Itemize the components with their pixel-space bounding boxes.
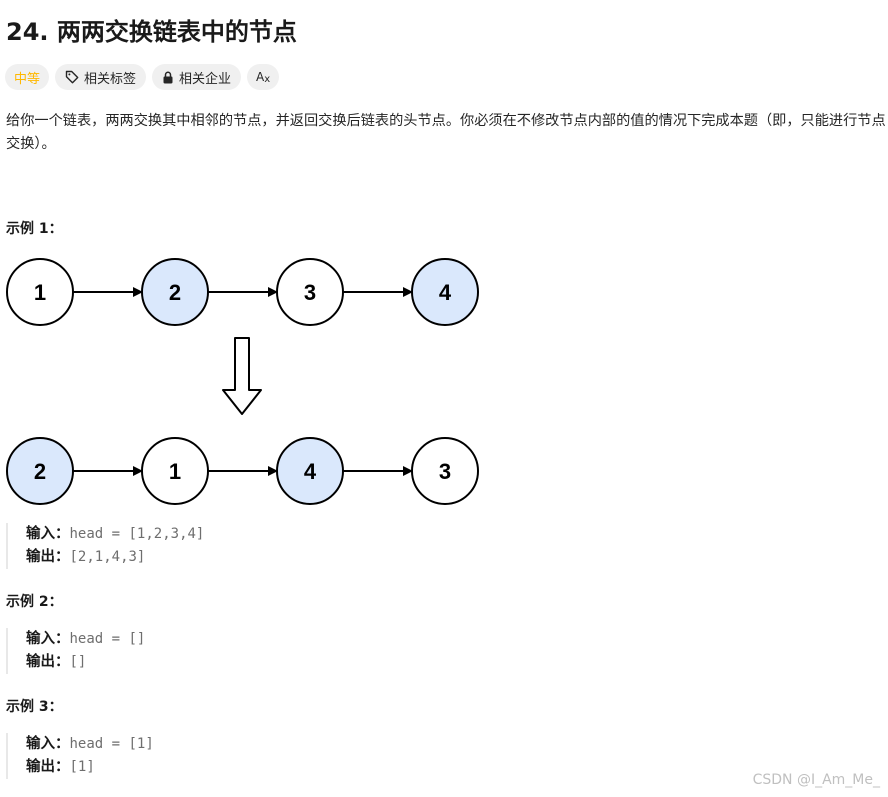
before-node-circle: [411, 258, 479, 326]
after-node-label: 2: [34, 459, 46, 484]
after-node-label: 3: [439, 459, 451, 484]
difficulty-badge: 中等: [5, 64, 50, 90]
before-node-label: 4: [439, 280, 452, 305]
example-1-title: 示例 1：: [6, 221, 63, 237]
after-list: 2 1 4 3: [6, 437, 479, 505]
related-tags-button[interactable]: 相关标签: [55, 64, 147, 90]
tag-icon: [65, 70, 79, 84]
difficulty-label: 中等: [14, 71, 41, 87]
translate-icon: A: [256, 70, 265, 84]
input-value: head = []: [69, 631, 146, 647]
after-node-circle: [276, 437, 344, 505]
input-value: head = [1,2,3,4]: [69, 526, 205, 542]
after-node-label: 1: [169, 459, 181, 484]
lock-icon: [162, 71, 174, 84]
input-label: 输入：: [26, 736, 70, 752]
output-value: [2,1,4,3]: [69, 549, 146, 565]
before-node-label: 2: [169, 280, 181, 305]
output-label: 输出：: [26, 549, 70, 565]
down-arrow-icon: [222, 337, 262, 415]
after-node-circle: [411, 437, 479, 505]
swap-diagram: 1 2 3 4 2 1 4 3: [6, 258, 479, 505]
before-node-label: 1: [34, 280, 46, 305]
example-3-block: 输入：head = [1] 输出：[1]: [6, 733, 326, 779]
before-node-circle: [276, 258, 344, 326]
after-node-label: 4: [304, 459, 317, 484]
example-2-title: 示例 2：: [6, 594, 63, 610]
output-value: [1]: [69, 759, 95, 775]
problem-description: 给你一个链表，两两交换其中相邻的节点，并返回交换后链表的头节点。你必须在不修改节…: [6, 113, 886, 152]
output-label: 输出：: [26, 654, 70, 670]
related-companies-label: 相关企业: [179, 71, 232, 87]
example-3-title: 示例 3：: [6, 699, 63, 715]
watermark: CSDN @I_Am_Me_: [752, 772, 880, 788]
before-list: 1 2 3 4: [6, 258, 479, 326]
before-node-circle: [6, 258, 74, 326]
before-node-label: 3: [304, 280, 316, 305]
input-label: 输入：: [26, 526, 70, 542]
after-node-circle: [6, 437, 74, 505]
after-node-circle: [141, 437, 209, 505]
before-node-circle: [141, 258, 209, 326]
example-1-block: 输入：head = [1,2,3,4] 输出：[2,1,4,3]: [6, 523, 326, 569]
input-value: head = [1]: [69, 736, 154, 752]
related-tags-label: 相关标签: [84, 71, 137, 87]
related-companies-button[interactable]: 相关企业: [152, 64, 242, 90]
output-label: 输出：: [26, 759, 70, 775]
input-label: 输入：: [26, 631, 70, 647]
output-value: []: [69, 654, 87, 670]
problem-title: 24. 两两交换链表中的节点: [6, 18, 297, 46]
example-2-block: 输入：head = [] 输出：[]: [6, 628, 326, 674]
